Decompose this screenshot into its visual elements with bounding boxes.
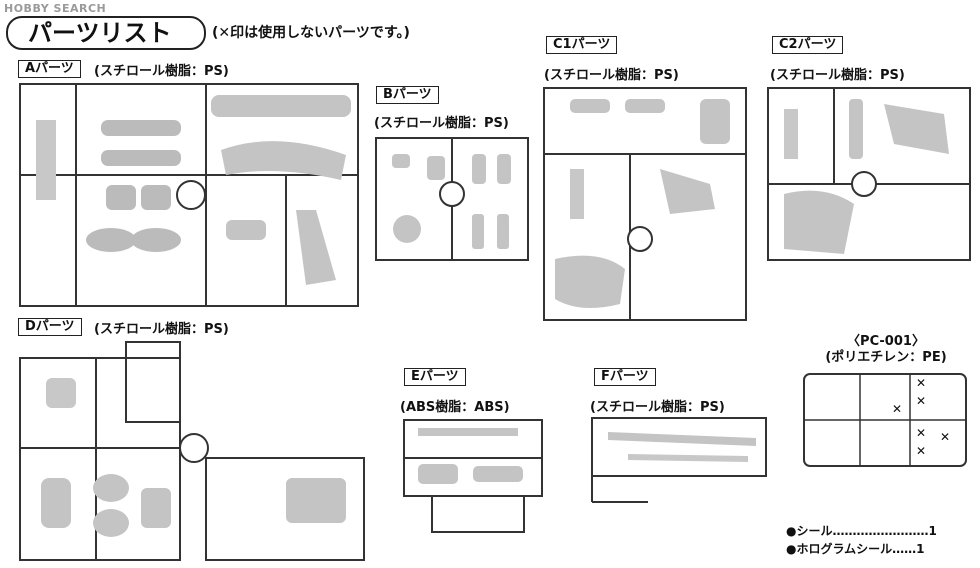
watermark: HOBBY SEARCH [4, 2, 107, 15]
section-material-c1: (スチロール樹脂：PS) [544, 68, 679, 83]
section-material-c2: (スチロール樹脂：PS) [770, 68, 905, 83]
section-label-d: Dパーツ [18, 318, 82, 336]
runner-e [398, 414, 548, 538]
section-label-pc: 〈PC-001〉 [847, 334, 925, 349]
section-material-f: (スチロール樹脂：PS) [590, 400, 725, 415]
section-label-e: Eパーツ [404, 368, 466, 386]
section-label-f: Fパーツ [594, 368, 656, 386]
runner-f [588, 414, 770, 506]
legend-sticker: ●シール……………………1 [786, 524, 937, 538]
unused-mark-icon: ✕ [892, 402, 903, 416]
runner-a [16, 80, 362, 310]
section-material-e: (ABS樹脂：ABS) [400, 400, 510, 415]
unused-mark-icon: ✕ [916, 444, 927, 458]
runner-pc [800, 370, 970, 470]
section-material-d: (スチロール樹脂：PS) [94, 322, 229, 337]
page-title: パーツリスト [6, 16, 206, 50]
unused-mark-icon: ✕ [916, 426, 927, 440]
title-note: (✕印は使用しないパーツです。) [212, 25, 410, 41]
section-material-b: (スチロール樹脂：PS) [374, 116, 509, 131]
section-label-c1: C1パーツ [546, 36, 618, 54]
section-material-a: (スチロール樹脂：PS) [94, 64, 229, 79]
unused-mark-icon: ✕ [916, 394, 927, 408]
section-material-pc: (ポリエチレン：PE) [825, 350, 947, 365]
runner-b [372, 134, 532, 264]
runner-c2 [764, 84, 974, 264]
section-label-b: Bパーツ [376, 86, 439, 104]
unused-mark-icon: ✕ [940, 430, 951, 444]
runner-c1 [540, 84, 750, 324]
unused-mark-icon: ✕ [916, 376, 927, 390]
legend-hologram-sticker: ●ホログラムシール……1 [786, 542, 925, 556]
section-label-c2: C2パーツ [772, 36, 844, 54]
section-label-a: Aパーツ [18, 60, 81, 78]
runner-d [16, 338, 368, 564]
